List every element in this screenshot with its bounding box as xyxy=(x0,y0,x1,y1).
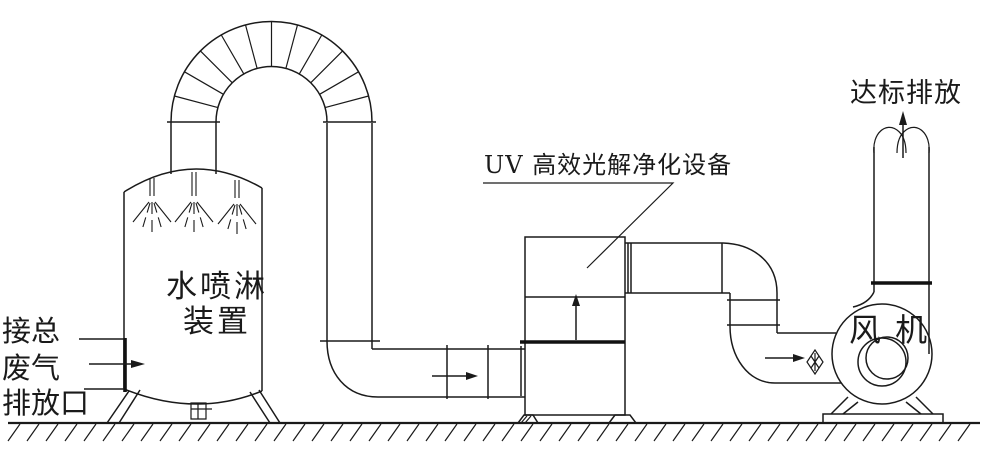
scroll-tongue xyxy=(852,291,875,308)
uv-unit-body xyxy=(524,236,626,416)
outlet-duct-lines xyxy=(625,242,730,294)
inlet-label-line1: 接总 xyxy=(2,314,60,348)
waste-gas-inlet-pipe xyxy=(79,338,145,390)
inlet-label-line3: 排放口 xyxy=(2,386,89,420)
pipe-break-icon xyxy=(873,126,930,154)
spray-tower xyxy=(106,168,281,424)
tower-bottom-head xyxy=(123,388,263,405)
vertical-duct-flanges xyxy=(727,299,780,326)
inlet-label-line2: 废气 xyxy=(2,351,60,385)
uv-unit-label: UV 高效光解净化设备 xyxy=(484,151,732,179)
uv-photolysis-unit xyxy=(516,236,638,424)
fan-right-leg xyxy=(905,396,934,415)
centrifugal-fan xyxy=(822,111,944,423)
duct-uv-to-fan xyxy=(625,242,841,384)
duct-arch xyxy=(167,20,380,398)
tower-right-leg xyxy=(249,389,281,424)
arch-inner-line xyxy=(215,65,328,123)
tower-drain-valve xyxy=(190,402,212,420)
tower-label-line2: 装置 xyxy=(183,304,251,340)
fan-discharge-stack xyxy=(873,147,930,354)
uv-label-leader xyxy=(483,182,675,269)
elbow-right-outer xyxy=(729,325,776,384)
duct-to-uv-unit xyxy=(372,345,525,399)
vertical-duct-lines xyxy=(729,293,778,333)
fan-base-plate xyxy=(822,413,944,423)
arch-right-leg xyxy=(326,123,373,349)
elbow-down-outer xyxy=(722,242,778,294)
arch-left-leg xyxy=(170,122,217,174)
duct-lines xyxy=(372,348,525,398)
nozzle-stem xyxy=(234,180,240,198)
outlet-label: 达标排放 xyxy=(850,78,962,109)
fan-hub-inner xyxy=(865,336,909,380)
labels: 接总 废气 排放口 水喷淋 装置 UV 高效光解净化设备 风 机 达标排放 xyxy=(2,78,962,420)
elbow-to-horizontal xyxy=(326,340,379,398)
fan-left-leg xyxy=(830,396,859,415)
fan-label: 风 机 xyxy=(849,311,929,349)
tower-label-line1: 水喷淋 xyxy=(166,269,268,305)
tower-left-leg xyxy=(106,389,141,424)
uv-right-foot xyxy=(607,414,638,424)
leader-line xyxy=(483,182,675,269)
nozzle-stem xyxy=(149,178,155,196)
inlet-pipe-lines xyxy=(79,338,124,390)
ground-hatching xyxy=(7,423,971,442)
flex-connector-mesh-icon xyxy=(806,348,824,376)
tower-top-head xyxy=(123,168,263,193)
fan-inlet-duct-lines xyxy=(775,332,841,384)
uv-outlet-flange xyxy=(627,243,632,293)
arch-segment-joints xyxy=(174,21,369,109)
ground xyxy=(7,421,980,442)
uv-left-foot xyxy=(516,414,540,424)
duct-flanges xyxy=(446,345,489,399)
spray-nozzles xyxy=(132,172,257,236)
fan-scroll xyxy=(831,303,933,405)
nozzle-stem xyxy=(191,172,197,196)
